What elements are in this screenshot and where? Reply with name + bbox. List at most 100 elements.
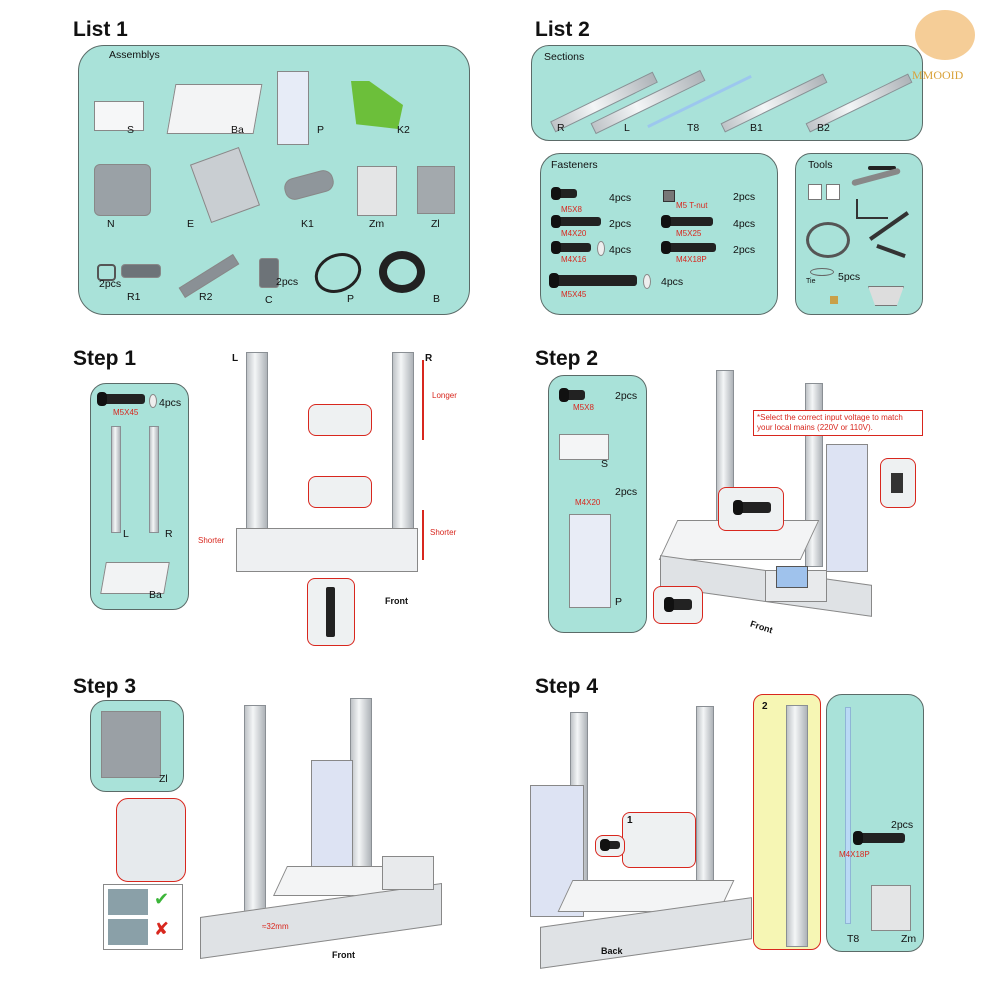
- wrench-icon: [851, 167, 901, 187]
- bolt-m5x8-icon: [664, 597, 692, 612]
- list1-item-r1: R1: [127, 291, 141, 303]
- fasteners-label: Fasteners: [551, 159, 598, 171]
- step2-item-m4x20-name: M4X20: [575, 498, 601, 507]
- washer-icon: [643, 274, 651, 289]
- frame-base: [236, 528, 418, 572]
- step2-item-m5x8-name: M5X8: [573, 403, 594, 412]
- fastener-m4x16-qty: 4pcs: [609, 244, 632, 256]
- step2-bolt-callout-bottom: [653, 586, 703, 624]
- list1-item-zl: Zl: [431, 218, 440, 230]
- washer-icon: [597, 241, 605, 256]
- part-e-illustration: [189, 146, 261, 224]
- wrong-orientation: [108, 919, 148, 945]
- list1-r1-qty: 2pcs: [99, 278, 122, 290]
- step2-title: Step 2: [535, 347, 599, 370]
- filament-icon: [806, 222, 850, 258]
- correct-orientation: [108, 889, 148, 915]
- list1-item-p2: P: [347, 293, 355, 305]
- callout-2-number: 2: [762, 701, 768, 712]
- fastener-m4x18p-qty: 2pcs: [733, 244, 756, 256]
- bolt-m5x25-icon: [661, 215, 713, 228]
- zip-tie-icon: [810, 268, 834, 276]
- part-psu-illustration: [569, 514, 611, 608]
- list2-tools-panel: Tools Tie 5pcs: [795, 153, 923, 315]
- part-k2-illustration: [351, 81, 403, 129]
- part-n-illustration: [94, 164, 151, 216]
- step3-part-zl: Zl: [159, 773, 168, 785]
- part-s-illustration: [559, 434, 609, 460]
- bolt-m4x16-icon: [551, 241, 591, 254]
- sd-card-icon: [826, 184, 840, 200]
- tie-qty: 5pcs: [838, 271, 861, 283]
- t-nut-icon: [663, 190, 675, 202]
- sections-label: Sections: [544, 51, 585, 63]
- section-l-label: L: [624, 122, 630, 134]
- list1-item-s: S: [127, 124, 135, 136]
- part-zm-illustration: [357, 166, 397, 216]
- list1-item-p: P: [317, 124, 325, 136]
- step1-shorter-right-label: Shorter: [430, 528, 457, 537]
- step2-parts-panel: M5X8 2pcs S 2pcs M4X20 P: [548, 375, 647, 633]
- fastener-m5x8-name: M5X8: [561, 205, 582, 214]
- step2-item-s: S: [601, 458, 609, 470]
- callout-2-upright: [786, 705, 808, 947]
- list1-title: List 1: [73, 18, 128, 41]
- step1-shorter-left-label: Shorter: [198, 536, 225, 545]
- fastener-tnut-name: M5 T-nut: [676, 201, 708, 210]
- part-zm-illustration: [871, 885, 911, 931]
- rail-l-illustration: [111, 426, 121, 533]
- check-mark-icon: ✔: [154, 889, 170, 909]
- step2-front-label: Front: [749, 618, 774, 636]
- section-b1-label: B1: [750, 122, 763, 134]
- tools-label: Tools: [808, 159, 833, 171]
- step1-longer-label: Longer: [432, 391, 457, 400]
- fastener-m4x20-qty: 2pcs: [609, 218, 632, 230]
- section-t8-label: T8: [687, 122, 700, 134]
- list2-title: List 2: [535, 18, 590, 41]
- list1-item-b: B: [433, 293, 441, 305]
- bolt-m5x45-icon: [97, 392, 145, 406]
- vertical-bolt-icon: [326, 587, 335, 637]
- bolt-m4x18p-icon: [853, 831, 905, 845]
- step3-psu: [311, 760, 353, 870]
- step4-part-t8: T8: [847, 933, 860, 945]
- list1-item-c: C: [265, 294, 273, 306]
- step4-back-label: Back: [601, 946, 623, 956]
- allen-keys-icon: [856, 199, 888, 219]
- hex-tool-icon: [868, 166, 896, 170]
- step4-callout-2: 2: [753, 694, 821, 950]
- step2-item-p: P: [615, 596, 623, 608]
- step2-switch-callout: [880, 458, 916, 508]
- step1-parts-panel: M5X45 4pcs L R Ba: [90, 383, 189, 610]
- fastener-m4x18p-name: M4X18P: [676, 255, 707, 264]
- watermark-text: MMOOID: [912, 68, 964, 82]
- step3-measure-label: ≈32mm: [262, 922, 289, 931]
- cutter-icon: [876, 243, 906, 259]
- section-r-label: R: [557, 122, 565, 134]
- part-power-cable-illustration: [308, 245, 368, 301]
- list1-c-qty: 2pcs: [276, 276, 299, 288]
- voltage-note: *Select the correct input voltage to mat…: [753, 410, 923, 436]
- section-b2-label: B2: [817, 122, 830, 134]
- card-reader-icon: [808, 184, 822, 200]
- step1-callout-bottom: [308, 476, 372, 508]
- callout-1-number: 1: [627, 815, 633, 826]
- fastener-m5x25-qty: 4pcs: [733, 218, 756, 230]
- fastener-m4x16-name: M4X16: [561, 255, 587, 264]
- list1-item-zm: Zm: [369, 218, 385, 230]
- step1-callout-top: [308, 404, 372, 436]
- list1-panel: Assemblys S Ba P K2 N E K1 Zm Zl 2pcs R1…: [78, 45, 470, 315]
- lcd-screen: [776, 566, 808, 588]
- step4-part-zm: Zm: [901, 933, 917, 945]
- screw-icon: [600, 839, 620, 851]
- step1-front-label: Front: [385, 596, 408, 606]
- fastener-tnut-qty: 2pcs: [733, 191, 756, 203]
- step1-part-ba: Ba: [149, 589, 162, 601]
- step2-item-m5x8-qty: 2pcs: [615, 390, 638, 402]
- t8-leadscrew-illustration: [845, 707, 851, 924]
- bolt-m5x45-icon: [549, 273, 637, 288]
- step4-screw-callout: [595, 835, 625, 857]
- list1-item-e: E: [187, 218, 195, 230]
- step3-part-panel: Zl: [90, 700, 184, 792]
- step3-check-panel: ✔ ✘: [103, 884, 183, 950]
